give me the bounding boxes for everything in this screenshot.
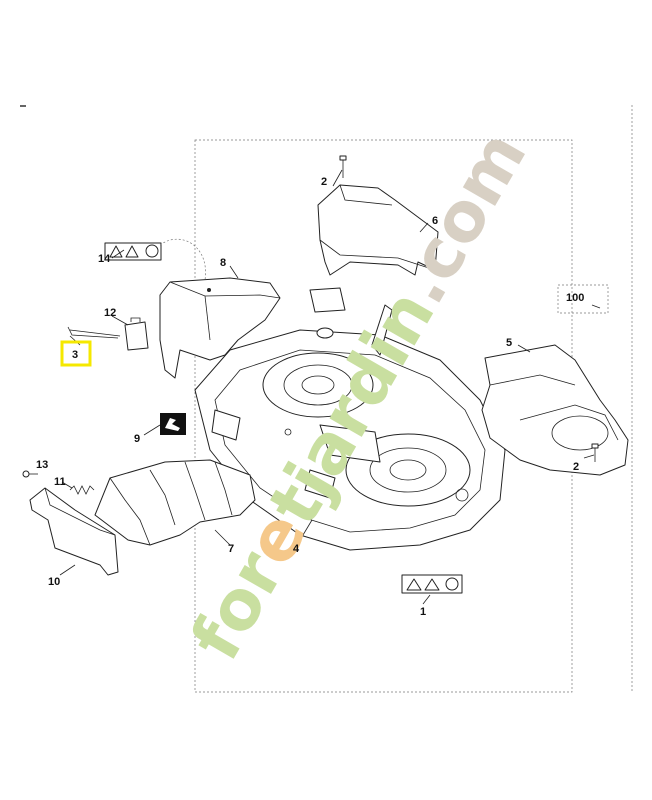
bracket-10 — [29, 487, 119, 576]
mower-deck — [194, 304, 506, 551]
callout-9: 9 — [134, 433, 140, 445]
bracket-12 — [124, 317, 149, 351]
callout-2-top: 2 — [321, 176, 327, 188]
callout-14: 14 — [98, 253, 111, 265]
callout-7: 7 — [228, 543, 234, 555]
chute-guard-8 — [159, 277, 281, 379]
callout-10: 10 — [48, 576, 60, 588]
accessory-100-box — [557, 284, 609, 314]
belt-cover-6 — [309, 155, 439, 313]
screw-13 — [22, 470, 38, 478]
callout-6: 6 — [432, 215, 438, 227]
callout-100: 100 — [566, 292, 584, 304]
mulch-plug-7 — [94, 459, 256, 546]
callout-3-highlight — [60, 340, 92, 367]
spring-3 — [67, 326, 121, 339]
warning-decal-1 — [401, 574, 463, 594]
warning-decal-14 — [104, 238, 206, 281]
callout-8: 8 — [220, 257, 226, 269]
spring-11 — [69, 485, 95, 495]
callout-1: 1 — [420, 606, 426, 618]
callout-4: 4 — [293, 543, 300, 555]
callout-labels: 1 2 2 3 4 5 6 7 8 9 10 11 12 13 14 100 — [36, 176, 584, 618]
callout-12: 12 — [104, 307, 116, 319]
callout-3: 3 — [72, 349, 78, 361]
callout-2-right: 2 — [573, 461, 579, 473]
callout-11: 11 — [54, 476, 66, 488]
belt-cover-5 — [481, 344, 629, 476]
callout-5: 5 — [506, 337, 512, 349]
callout-13: 13 — [36, 459, 48, 471]
decal-9 — [160, 413, 186, 435]
